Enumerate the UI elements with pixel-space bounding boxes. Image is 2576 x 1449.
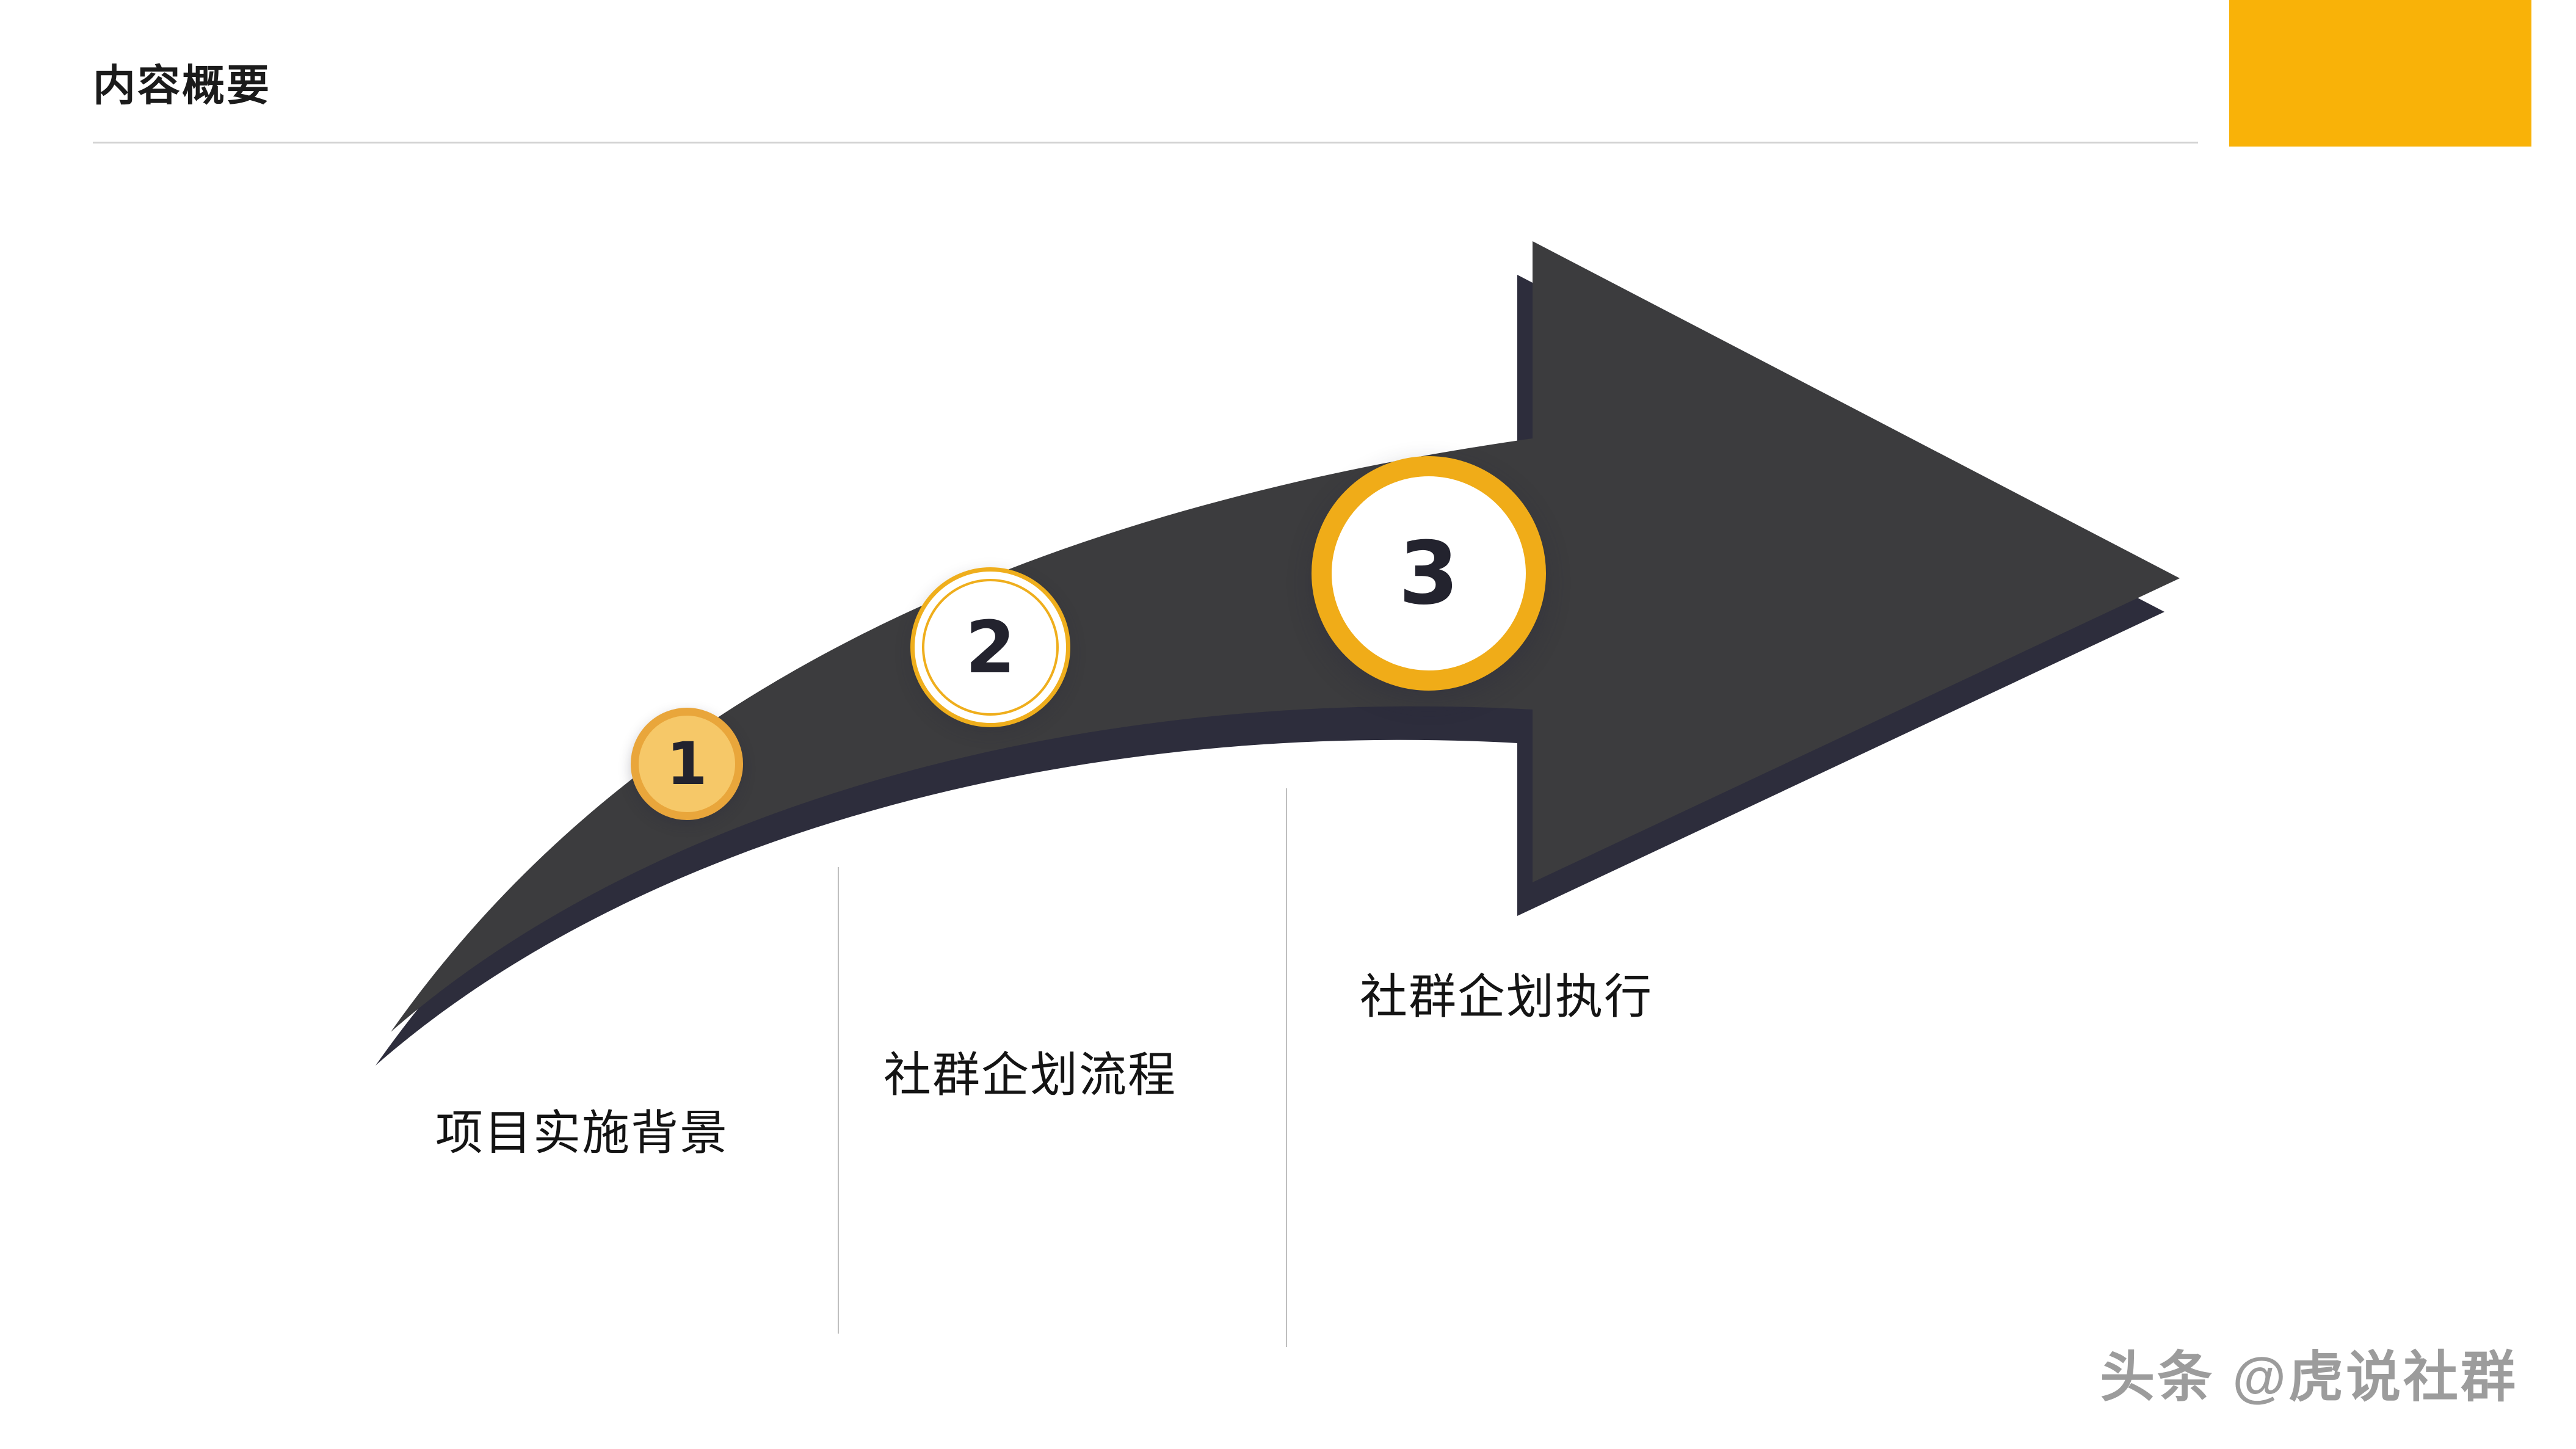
watermark: 头条 @虎说社群	[2100, 1347, 2518, 1408]
step-number-2: 2	[965, 605, 1016, 689]
step-circle-3: 3	[1312, 456, 1546, 691]
divider-line-1	[838, 867, 839, 1334]
divider-line-2	[1286, 788, 1287, 1347]
title-divider	[93, 142, 2198, 143]
step-label-3: 社群企划执行	[1360, 970, 1653, 1023]
step-circle-1: 1	[631, 708, 743, 820]
process-arrow-body	[391, 241, 2180, 1032]
step-label-2: 社群企划流程	[883, 1048, 1177, 1102]
step-label-1: 项目实施背景	[435, 1106, 729, 1160]
step-number-1: 1	[666, 730, 708, 798]
page-title: 内容概要	[93, 62, 271, 109]
step-number-3: 3	[1398, 523, 1459, 624]
corner-accent-block	[2229, 0, 2531, 147]
step-circle-2: 2	[910, 567, 1070, 727]
